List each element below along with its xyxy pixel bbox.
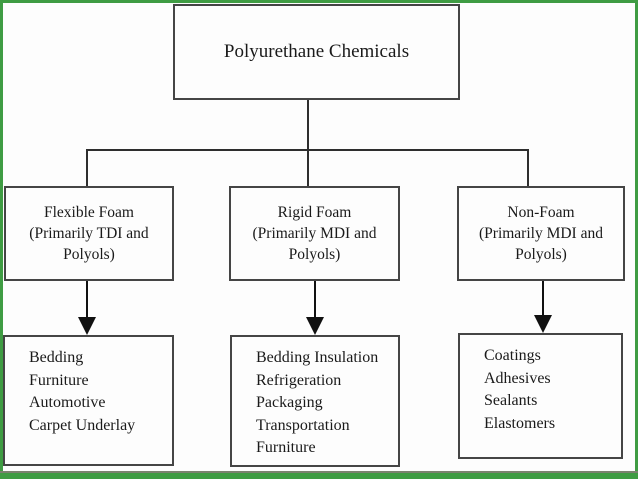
branch-label-line: (Primarily MDI and — [252, 225, 377, 242]
application-item: Carpet Underlay — [29, 416, 136, 434]
branch-label-line: Polyols) — [515, 246, 567, 263]
connector-root-stem — [307, 100, 309, 150]
application-item: Furniture — [256, 439, 316, 456]
arrow-head-icon — [534, 315, 552, 333]
frame-border-top — [0, 0, 638, 3]
arrow-head-icon — [306, 317, 324, 335]
application-item: Bedding — [29, 349, 84, 366]
root-node-polyurethane-chemicals: Polyurethane Chemicals — [173, 4, 460, 100]
arrow-shaft-non-foam — [542, 281, 544, 316]
branch-node-label: Rigid Foam (Primarily MDI and Polyols) — [253, 202, 377, 265]
frame-border-bottom — [0, 473, 638, 479]
application-item: Transportation — [256, 416, 350, 434]
branch-node-label: Flexible Foam (Primarily TDI and Polyols… — [29, 202, 148, 265]
connector-drop-non-foam — [527, 150, 529, 186]
connector-drop-flexible-foam — [86, 150, 88, 186]
arrow-shaft-flexible-foam — [86, 281, 88, 318]
frame-border-right — [635, 0, 638, 479]
application-item: Sealants — [484, 392, 538, 409]
arrow-head-icon — [78, 317, 96, 335]
branch-node-rigid-foam: Rigid Foam (Primarily MDI and Polyols) — [229, 186, 400, 281]
applications-node-rigid-foam: Bedding Insulation Refrigeration Packagi… — [230, 335, 400, 467]
branch-label-line: Rigid Foam — [277, 204, 352, 221]
branch-label-line: (Primarily MDI and — [479, 225, 603, 242]
application-item: Adhesives — [484, 369, 551, 387]
branch-label-line: (Primarily TDI and — [29, 225, 149, 242]
applications-node-non-foam: Coatings Adhesives Sealants Elastomers — [458, 333, 623, 459]
branch-label-line: Non-Foam — [507, 204, 575, 221]
frame-border-bottom-shadow — [0, 471, 638, 473]
application-item: Packaging — [256, 394, 323, 411]
branch-node-flexible-foam: Flexible Foam (Primarily TDI and Polyols… — [4, 186, 174, 281]
application-item: Coatings — [484, 347, 541, 364]
applications-node-flexible-foam: Bedding Furniture Automotive Carpet Unde… — [3, 335, 174, 466]
arrow-shaft-rigid-foam — [314, 281, 316, 318]
application-item: Bedding Insulation — [256, 349, 379, 366]
root-node-label: Polyurethane Chemicals — [223, 41, 410, 62]
application-item: Furniture — [29, 371, 89, 389]
branch-label-line: Flexible Foam — [44, 204, 134, 221]
application-item: Elastomers — [484, 414, 556, 432]
frame-border-left — [0, 0, 3, 479]
application-item: Refrigeration — [256, 371, 342, 389]
application-item: Automotive — [29, 394, 106, 411]
branch-label-line: Polyols) — [288, 246, 341, 263]
branch-label-line: Polyols) — [63, 246, 115, 263]
branch-node-non-foam: Non-Foam (Primarily MDI and Polyols) — [457, 186, 625, 281]
connector-drop-rigid-foam — [307, 150, 309, 186]
branch-node-label: Non-Foam (Primarily MDI and Polyols) — [479, 202, 603, 265]
